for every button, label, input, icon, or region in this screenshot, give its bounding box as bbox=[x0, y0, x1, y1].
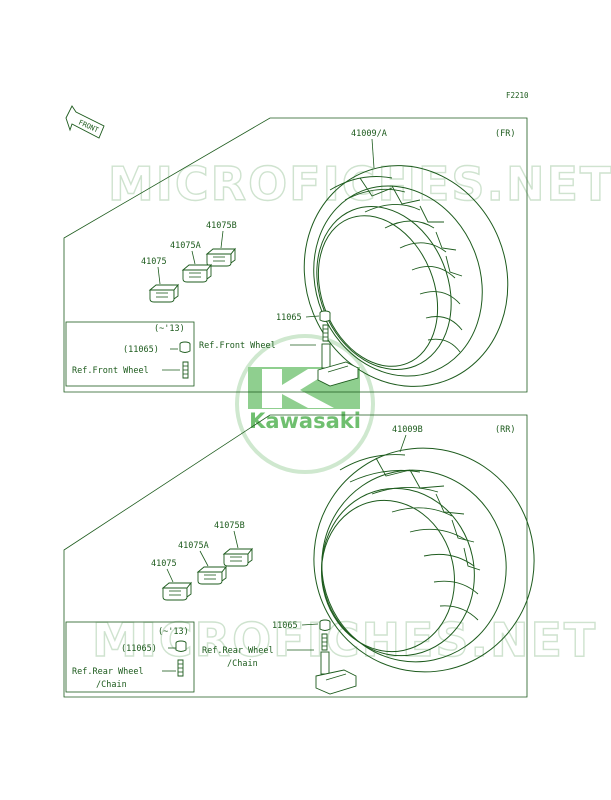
front-weight-41075a bbox=[182, 264, 212, 283]
rear-weight-41075 bbox=[162, 582, 192, 601]
rear-position-label: (RR) bbox=[495, 425, 515, 435]
rear-inset-note: (~'13) bbox=[158, 627, 189, 637]
kawasaki-logo: Kawasaki bbox=[235, 334, 375, 474]
rear-inset-ref-label-2: /Chain bbox=[96, 680, 127, 690]
front-position-label: (FR) bbox=[495, 129, 515, 139]
figure-code: F2210 bbox=[506, 91, 529, 100]
front-inset-box: (~'13) (11065) Ref.Front Wheel bbox=[65, 321, 195, 387]
rear-weight-label-b: 41075B bbox=[214, 521, 245, 531]
watermark-top: MICROFICHES.NET bbox=[108, 157, 611, 211]
front-inset-cap bbox=[179, 341, 191, 353]
rear-tire-part-label: 41009B bbox=[392, 425, 423, 435]
front-inset-valve bbox=[182, 361, 189, 379]
front-inset-ref-label: Ref.Front Wheel bbox=[72, 366, 149, 376]
front-arrow-icon: FRONT bbox=[65, 105, 105, 139]
rear-inset-valve bbox=[177, 659, 184, 677]
rear-weight-41075b bbox=[223, 548, 253, 567]
rear-valve-cap bbox=[319, 619, 331, 631]
rear-weight-label: 41075 bbox=[151, 559, 177, 569]
rear-weight-41075a bbox=[197, 566, 227, 585]
front-weight-label-b: 41075B bbox=[206, 221, 237, 231]
front-valve-core bbox=[322, 324, 329, 342]
front-ref-wheel-label: Ref.Front Wheel bbox=[199, 341, 276, 351]
rear-inset-cap-label: (11065) bbox=[121, 644, 157, 654]
rear-ref-wheel-label-2: /Chain bbox=[227, 659, 258, 669]
logo-text: Kawasaki bbox=[249, 409, 361, 433]
rear-tire bbox=[313, 447, 535, 673]
rear-inset-cap bbox=[175, 640, 187, 652]
front-weight-label: 41075 bbox=[141, 257, 167, 267]
rear-inset-box: (~'13) (11065) Ref.Rear Wheel /Chain bbox=[65, 621, 195, 693]
front-inset-cap-label: (11065) bbox=[123, 345, 159, 355]
front-inset-note: (~'13) bbox=[154, 324, 185, 334]
front-panel: 41009/A (FR) 41075B 41075A 41075 11065 R… bbox=[63, 117, 528, 393]
rear-valve-cap-label: 11065 bbox=[272, 621, 298, 631]
front-valve-body bbox=[317, 343, 359, 387]
front-weight-41075 bbox=[149, 284, 179, 303]
rear-valve-core bbox=[321, 633, 328, 651]
rear-weight-label-a: 41075A bbox=[178, 541, 209, 551]
watermark-bottom: MICROFICHES.NET bbox=[92, 613, 597, 667]
front-weight-41075b bbox=[206, 248, 236, 267]
rear-panel: 41009B (RR) 41075B 41075A 41075 11065 Re… bbox=[63, 414, 535, 698]
front-tire-part-label: 41009/A bbox=[351, 129, 387, 139]
rear-ref-wheel-label-1: Ref.Rear Wheel bbox=[202, 646, 274, 656]
front-weight-label-a: 41075A bbox=[170, 241, 201, 251]
front-valve-cap bbox=[319, 310, 331, 322]
rear-inset-ref-label-1: Ref.Rear Wheel bbox=[72, 667, 144, 677]
front-valve-cap-label: 11065 bbox=[276, 313, 302, 323]
rear-valve-body bbox=[315, 651, 357, 695]
